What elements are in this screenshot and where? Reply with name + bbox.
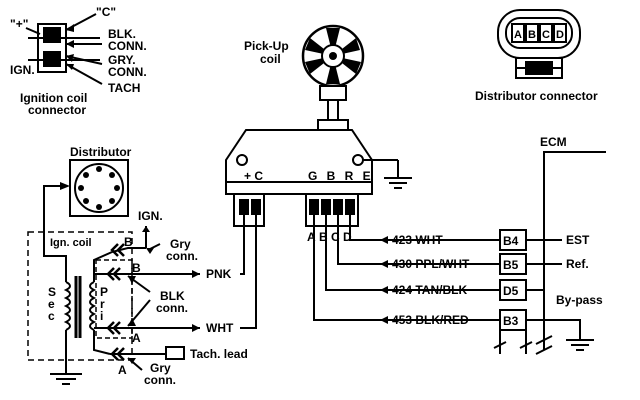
tach-label: TACH xyxy=(108,81,140,95)
pickup-coil xyxy=(301,24,365,120)
tach-lead-label: Tach. lead xyxy=(190,347,248,361)
coil-terminal-a-lower: A xyxy=(118,363,127,377)
blk-conn-2: conn. xyxy=(156,301,188,315)
pri-letter-i: i xyxy=(100,309,103,323)
gry-conn-top-2: conn. xyxy=(166,249,198,263)
ign-coil-title: Ign. coil xyxy=(50,237,92,249)
wire-453-label: 453 BLK/RED xyxy=(392,313,469,327)
coil-pin-c-label: "C" xyxy=(96,5,116,19)
wiring xyxy=(240,214,500,329)
gry-conn-bottom-1: Gry xyxy=(150,361,171,375)
ecm-title: ECM xyxy=(540,135,567,149)
coil-connector-title-1: Ignition coil xyxy=(20,91,87,105)
ignition-coil-connector xyxy=(25,13,103,85)
module-pin-d: D xyxy=(343,230,352,244)
module-top-pins: G B R E xyxy=(308,169,374,183)
distributor-connector-caption: Distributor connector xyxy=(475,89,598,103)
pickup-label-1: Pick-Up xyxy=(244,39,289,53)
coil-pin-ign-label: IGN. xyxy=(10,63,35,77)
ecm-pin-b3: B3 xyxy=(503,314,519,328)
wire-arrows xyxy=(192,236,388,332)
wire-424-label: 424 TAN/BLK xyxy=(392,283,467,297)
sec-letter-c: c xyxy=(48,309,55,323)
module-pin-b: B xyxy=(319,230,328,244)
pri-letter-r: r xyxy=(100,297,105,311)
ecm xyxy=(493,151,606,355)
coil-pointer-arrows xyxy=(128,226,154,364)
module-ground xyxy=(363,159,412,189)
sec-letter-s: S xyxy=(48,285,56,299)
module-pin-a: A xyxy=(307,230,316,244)
coil-pin-plus-label: "+" xyxy=(10,17,28,31)
wire-wht-label: WHT xyxy=(206,321,234,335)
coil-terminal-b-upper: B xyxy=(124,235,133,249)
coil-connector-title-2: connector xyxy=(28,103,86,117)
ecm-pin-d5: D5 xyxy=(503,284,519,298)
module-pin-c: C xyxy=(331,230,340,244)
sec-letter-e: e xyxy=(48,297,55,311)
coil-ign-label: IGN. xyxy=(138,209,163,223)
distributor xyxy=(60,159,129,217)
ecm-ref-label: Ref. xyxy=(566,257,589,271)
coil-terminal-chevrons xyxy=(106,243,125,361)
hei-module xyxy=(225,119,373,227)
ecm-pin-b5: B5 xyxy=(503,258,519,272)
gry-conn-label-1: GRY. xyxy=(108,53,136,67)
pri-letter-p: P xyxy=(100,285,108,299)
gry-conn-label-2: CONN. xyxy=(108,65,147,79)
wire-423-label: 423 WHT xyxy=(392,233,443,247)
module-plus-c: + C xyxy=(244,169,263,183)
coil-terminal-a-upper: A xyxy=(132,331,141,345)
blk-conn-label-2: CONN. xyxy=(108,39,147,53)
dist-conn-pin-b: B xyxy=(528,29,536,41)
distributor-connector xyxy=(497,9,581,79)
ignition-coil xyxy=(27,185,200,385)
coil-connector-arrows xyxy=(66,24,74,70)
ecm-pin-b4: B4 xyxy=(503,234,519,248)
dist-conn-pin-d: D xyxy=(556,29,564,41)
blk-conn-label-1: BLK. xyxy=(108,27,136,41)
coil-terminal-b-lower: B xyxy=(132,261,141,275)
ecm-bypass-label: By-pass xyxy=(556,293,603,307)
blk-conn-1: BLK xyxy=(160,289,185,303)
dist-conn-pin-a: A xyxy=(514,29,522,41)
gry-conn-top-1: Gry xyxy=(170,237,191,251)
gry-conn-bottom-2: conn. xyxy=(144,373,176,387)
distributor-label: Distributor xyxy=(70,145,132,159)
dist-conn-pin-c: C xyxy=(542,29,550,41)
wire-430-label: 430 PPL/WHT xyxy=(392,257,470,271)
pickup-label-2: coil xyxy=(260,52,281,66)
wire-pnk-label: PNK xyxy=(206,267,232,281)
ecm-est-label: EST xyxy=(566,233,590,247)
